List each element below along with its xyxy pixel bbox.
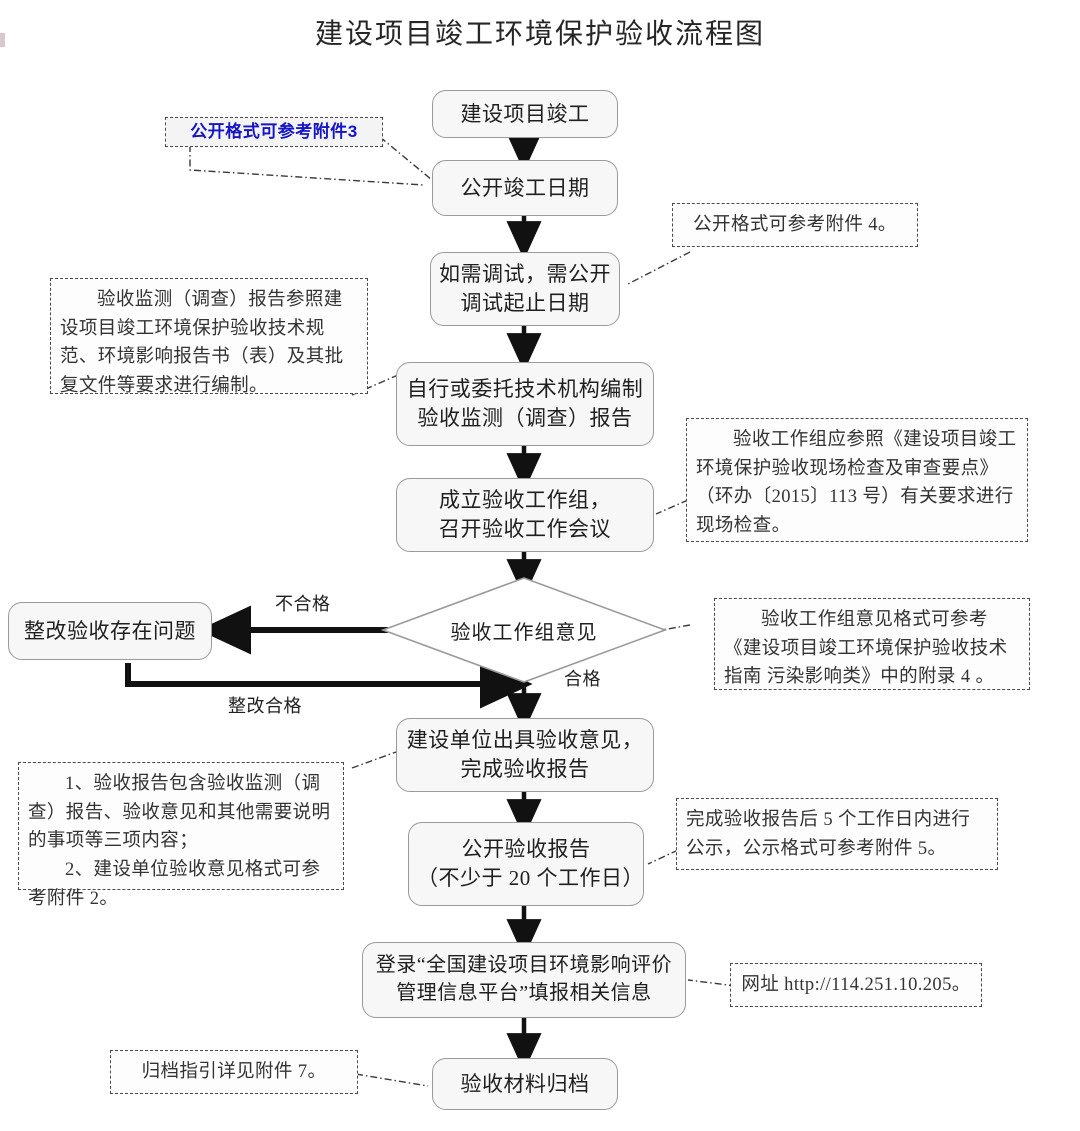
node-label-line1: 建设单位出具验收意见，: [406, 728, 644, 753]
note-text: 归档指引详见附件 7。: [141, 1061, 327, 1082]
node-commissioning-dates[interactable]: 如需调试，需公开 调试起止日期: [430, 252, 620, 326]
node-establish-workgroup[interactable]: 成立验收工作组， 召开验收工作会议: [396, 478, 654, 552]
edge-label-fail: 不合格: [275, 594, 331, 614]
node-label-line2: 验收监测（调查）报告: [417, 406, 633, 430]
note-text: 验收监测（调查）报告参照建设项目竣工环境保护验收技术规范、环境影响报告书（表）及…: [60, 290, 344, 397]
node-label: 验收材料归档: [460, 1071, 590, 1096]
edge-label-rectified: 整改合格: [228, 696, 302, 716]
decision-label: 验收工作组意见: [450, 621, 598, 644]
page-edge-artifact: [0, 33, 5, 47]
note-text-line1: 1、验收报告包含验收监测（调查）报告、验收意见和其他需要说明的事项等三项内容；: [28, 774, 331, 852]
node-label-line1: 自行或委托技术机构编制: [406, 377, 644, 402]
node-prepare-monitoring-report[interactable]: 自行或委托技术机构编制 验收监测（调查）报告: [396, 362, 654, 446]
node-label-line2: 召开验收工作会议: [439, 517, 611, 541]
node-login-platform[interactable]: 登录“全国建设项目环境影响评价 管理信息平台”填报相关信息: [362, 942, 686, 1018]
node-label-line2: 调试起止日期: [460, 291, 590, 315]
note-archive-guidance: 归档指引详见附件 7。: [110, 1050, 358, 1094]
note-report-specification: 验收监测（调查）报告参照建设项目竣工环境保护验收技术规范、环境影响报告书（表）及…: [50, 278, 368, 397]
node-rectify-issues[interactable]: 整改验收存在问题: [8, 602, 212, 660]
node-publish-acceptance-report[interactable]: 公开验收报告 （不少于 20 个工作日）: [408, 822, 644, 906]
node-label-line2: （不少于 20 个工作日）: [417, 866, 644, 890]
note-platform-url: 网址 http://114.251.10.205。: [730, 963, 982, 1007]
page-title: 建设项目竣工环境保护验收流程图: [314, 19, 765, 50]
node-label-line1: 公开验收报告: [461, 837, 591, 862]
node-label: 整改验收存在问题: [24, 618, 196, 643]
node-label: 建设项目竣工: [460, 101, 590, 126]
node-label: 公开竣工日期: [460, 175, 590, 200]
note-opinion-format: 验收工作组意见格式可参考《建设项目竣工环境保护验收技术指南 污染影响类》中的附录…: [714, 598, 1030, 690]
note-text-line2: 2、建设单位验收意见格式可参考附件 2。: [28, 860, 321, 909]
decision-workgroup-opinion[interactable]: 验收工作组意见: [383, 578, 665, 682]
note-text: 完成验收报告后 5 个工作日内进行公示，公示格式可参考附件 5。: [686, 810, 971, 859]
note-attachment-3: 公开格式可参考附件3: [165, 117, 383, 147]
node-archive-materials[interactable]: 验收材料归档: [432, 1058, 618, 1110]
note-attachment-4: 公开格式可参考附件 4。: [672, 203, 918, 247]
node-issue-acceptance-opinion[interactable]: 建设单位出具验收意见， 完成验收报告: [396, 718, 654, 792]
note-report-contents: 1、验收报告包含验收监测（调查）报告、验收意见和其他需要说明的事项等三项内容； …: [18, 762, 344, 909]
note-text: 验收工作组意见格式可参考《建设项目竣工环境保护验收技术指南 污染影响类》中的附录…: [724, 610, 1008, 688]
node-label-line2: 管理信息平台”填报相关信息: [396, 982, 652, 1004]
note-workgroup-site-check: 验收工作组应参照《建设项目竣工环境保护验收现场检查及审查要点》（环办〔2015〕…: [686, 418, 1028, 542]
note-text: 公开格式可参考附件 4。: [693, 214, 897, 235]
edge-label-pass: 合格: [564, 669, 601, 689]
node-project-completion[interactable]: 建设项目竣工: [432, 90, 618, 138]
node-label-line1: 登录“全国建设项目环境影响评价: [375, 954, 673, 977]
node-publish-completion-date[interactable]: 公开竣工日期: [432, 160, 618, 216]
note-publicity-5-days: 完成验收报告后 5 个工作日内进行公示，公示格式可参考附件 5。: [676, 798, 998, 870]
note-text: 公开格式可参考附件3: [190, 121, 358, 141]
note-text: 验收工作组应参照《建设项目竣工环境保护验收现场检查及审查要点》（环办〔2015〕…: [696, 430, 1017, 537]
node-label-line1: 成立验收工作组，: [439, 488, 611, 513]
node-label-line1: 如需调试，需公开: [439, 262, 611, 287]
note-text: 网址 http://114.251.10.205。: [741, 974, 971, 995]
node-label-line2: 完成验收报告: [460, 757, 590, 781]
